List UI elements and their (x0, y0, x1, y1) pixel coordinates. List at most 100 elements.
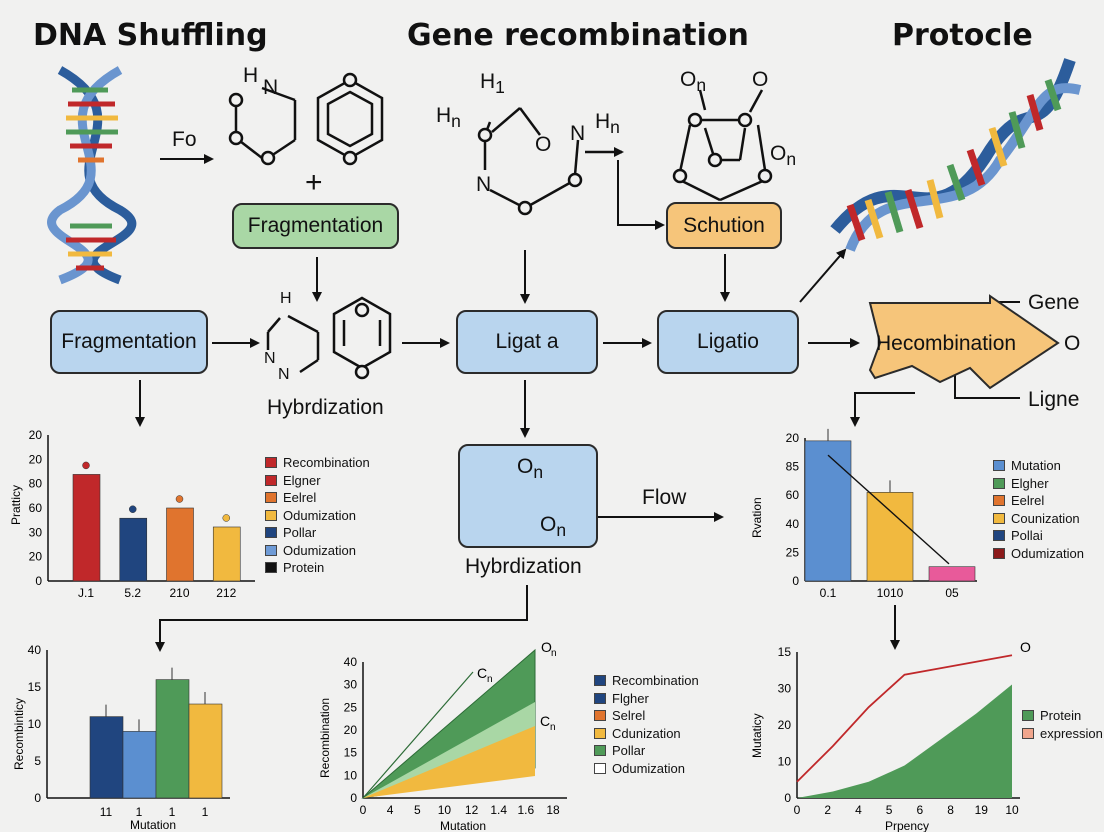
legend-label: Protein (283, 560, 325, 576)
y-tick-label: 20 (344, 723, 358, 737)
y-tick-label: 60 (29, 501, 43, 515)
bar (212, 526, 241, 582)
legend-item: Protein (265, 559, 370, 577)
legend-label: Pollai (1011, 528, 1043, 544)
x-tick-label: 8 (947, 803, 954, 817)
legend-label: Elgner (283, 472, 321, 488)
x-tick-label: 1.6 (518, 803, 535, 817)
y-tick-label: 20 (778, 718, 792, 732)
bar (155, 679, 190, 799)
y-tick-label: 10 (778, 755, 792, 769)
annotation-c2-sub: n (550, 722, 556, 733)
label-ligne: Ligne (1028, 388, 1080, 411)
x-tick-label: 18 (546, 803, 560, 817)
y-tick-label: 30 (29, 525, 43, 539)
dna-helix-left-icon (47, 66, 137, 285)
legend-item: Odumization (993, 545, 1084, 563)
y-tick-label: 20 (29, 428, 43, 442)
y-tick-label: 0 (792, 574, 799, 588)
dna-helix-right-icon (830, 58, 1082, 252)
x-tick-label: 1.4 (490, 803, 507, 817)
legend-item: Flgher (594, 690, 699, 708)
ligata-box[interactable]: Ligat a (456, 310, 598, 374)
legend-item: Cdunization (594, 725, 699, 743)
x-tick-label: 212 (216, 586, 236, 600)
legend-swatch (993, 460, 1005, 472)
label-plus: + (305, 166, 323, 199)
label-o-chain: O (535, 133, 552, 156)
y-tick-label: 40 (786, 517, 800, 531)
label-n-mid-2: N (278, 366, 290, 383)
annotation-o: O (541, 640, 552, 655)
legend-swatch (1022, 710, 1034, 722)
trend-line (827, 454, 950, 565)
y-tick-label: 20 (29, 452, 43, 466)
legend-swatch (1022, 727, 1034, 739)
solution-box[interactable]: Schution (666, 202, 782, 249)
legend-item: Eelrel (265, 489, 370, 507)
legend-item: Odumization (594, 760, 699, 778)
legend-item: Elgner (265, 472, 370, 490)
x-tick-label: 5.2 (124, 586, 141, 600)
series-line (362, 671, 474, 799)
bar (166, 507, 194, 582)
y-tick-label: 0 (784, 791, 791, 805)
legend-swatch (265, 474, 277, 486)
x-tick-label: 4 (855, 803, 862, 817)
area-series (797, 684, 1012, 798)
label-fo: Fo (172, 128, 197, 151)
bar (866, 492, 914, 582)
y-tick-label: 0 (35, 574, 42, 588)
x-tick-label: 10 (438, 803, 452, 817)
molecule-hexagon-1-icon (316, 72, 384, 166)
x-tick-label: 12 (465, 803, 479, 817)
hecombination-label: Hecombination (876, 332, 1017, 355)
legend-label: Selrel (612, 708, 646, 724)
y-axis-label: Mutaticy (750, 713, 764, 758)
molecule-ring-1-icon (228, 86, 297, 166)
area-series (363, 702, 535, 798)
y-tick-label: 0 (34, 791, 41, 805)
y-tick-label: 5 (34, 754, 41, 768)
fragmentation-box-left[interactable]: Fragmentation (50, 310, 208, 374)
legend-label: Recombination (283, 455, 370, 471)
legend-label: Odumization (283, 542, 356, 558)
legend-swatch (594, 727, 606, 739)
hybridization-box[interactable] (458, 444, 598, 548)
y-axis-label: Recombination (318, 698, 332, 778)
y-tick-label: 15 (778, 645, 792, 659)
legend-label: Recombination (612, 673, 699, 689)
fragmentation-box-top[interactable]: Fragmentation (232, 203, 399, 249)
x-axis-label: Mutation (440, 819, 486, 832)
legend-swatch (265, 492, 277, 504)
bar (188, 703, 223, 799)
legend-item: Pollar (594, 742, 699, 760)
bar (804, 440, 852, 582)
legend-label: Pollar (612, 743, 646, 759)
label-flow: Flow (642, 486, 687, 509)
y-tick-label: 40 (344, 655, 358, 669)
legend-label: Flgher (612, 690, 649, 706)
legend-label: Eelrel (283, 490, 317, 506)
legend-item: Recombination (594, 672, 699, 690)
y-tick-label: 15 (344, 746, 358, 760)
legend-label: Pollar (283, 525, 317, 541)
legend-item: expression (1022, 725, 1103, 743)
legend-item: Mutation (993, 457, 1084, 475)
x-tick-label: 0 (794, 803, 801, 817)
molecule-hexagon-2-icon (332, 296, 392, 380)
bar (89, 716, 124, 799)
x-axis-label: Mutation (130, 818, 176, 832)
x-tick-label: 2 (824, 803, 831, 817)
legend-swatch (265, 509, 277, 521)
label-n-chain: N (570, 122, 586, 145)
data-dot (222, 514, 230, 522)
legend-item: Selrel (594, 707, 699, 725)
x-tick-label: 10 (1005, 803, 1019, 817)
data-dot (175, 495, 184, 503)
y-tick-label: 20 (29, 550, 43, 564)
bar (72, 474, 101, 582)
ligatio-box[interactable]: Ligatio (657, 310, 799, 374)
